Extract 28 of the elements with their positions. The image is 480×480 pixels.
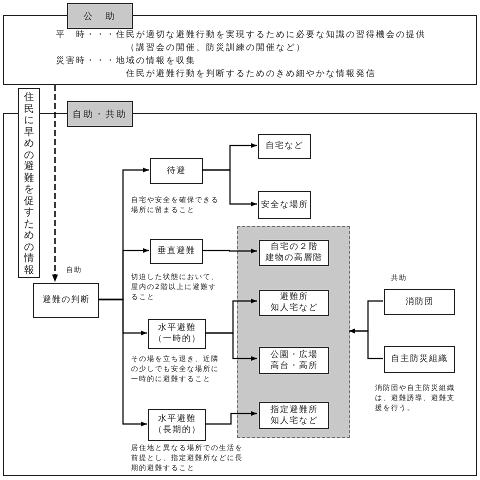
process-box: 自宅など [258,134,311,159]
process-box: 水平避難（一時的） [148,319,206,349]
info-text: （講習会の開催、防災訓練の開催など） [126,43,306,54]
arrow [349,328,383,360]
info-text: 住民が避難行動を判断するためのきめ細やかな情報発信 [126,69,376,80]
process-box: 待避 [150,158,203,184]
vertical-info-box: 住民に早めの避難を促すための情報 [18,88,40,278]
process-box: 安全な場所 [258,191,311,219]
info-text: 平 時・・・住民が適切な避難行動を実現するために必要な知識の習得機会の提供 [56,30,426,41]
process-box: 公園・広場高台・高所 [259,347,329,374]
process-box: 垂直避難 [150,239,203,264]
heading-tab: 公 助 [67,3,133,29]
arrow [202,248,257,254]
arrow [205,411,257,425]
heading-tab: 自助・共助 [67,101,133,127]
arrow [202,169,257,206]
process-box: 自主防災組織 [384,346,455,373]
process-box: 水平避難（長期的） [148,409,206,441]
process-box: 指定避難所知人宅など [259,402,329,429]
arrow [52,85,58,282]
info-text: 災害時・・・地域の情報を収集 [56,56,196,67]
arrow [205,332,257,361]
process-box: 避難所知人宅など [259,290,329,316]
process-box: 避難の判断 [33,283,99,318]
shaded-area [237,226,350,438]
process-box: 自宅の２階建物の高層階 [259,240,329,266]
process-box: 消防団 [384,289,455,315]
arrow [98,298,147,426]
